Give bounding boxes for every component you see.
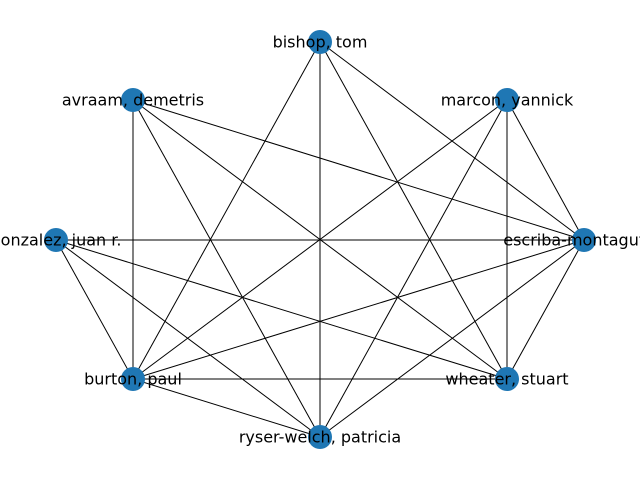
edge-escriba-wheater xyxy=(506,239,585,380)
edge-ryser-gonzalez xyxy=(55,239,321,438)
labels-layer: bishop, tom marcon, yannick escriba-montag… xyxy=(0,33,640,447)
node-burton xyxy=(121,367,145,391)
edge-burton-gonzalez xyxy=(55,239,134,380)
edge-wheater-gonzalez xyxy=(55,239,508,380)
node-bishop xyxy=(308,30,332,54)
edge-ryser-avraam xyxy=(132,99,321,438)
node-label-wheater: wheater, stuart xyxy=(445,370,568,389)
edge-bishop-wheater xyxy=(319,41,508,380)
edge-ryser-burton xyxy=(132,378,321,438)
nodes-layer xyxy=(44,30,596,449)
node-ryser xyxy=(308,425,332,449)
edge-marcon-escriba xyxy=(506,99,585,241)
node-escriba xyxy=(572,228,596,252)
node-gonzalez xyxy=(44,228,68,252)
node-label-avraam: avraam, demetris xyxy=(62,91,204,110)
node-wheater xyxy=(495,367,519,391)
edge-marcon-ryser xyxy=(319,99,508,438)
node-label-bishop: bishop, tom xyxy=(273,33,368,52)
node-label-escriba: escriba-montagut, x xyxy=(503,231,640,250)
node-label-ryser: ryser-welch, patricia xyxy=(239,428,401,447)
edge-bishop-burton xyxy=(132,41,321,380)
edge-escriba-burton xyxy=(132,239,585,380)
edge-escriba-avraam xyxy=(132,99,585,241)
node-label-burton: burton, paul xyxy=(84,370,182,389)
node-marcon xyxy=(495,88,519,112)
node-label-marcon: marcon, yannick xyxy=(441,91,574,110)
edge-wheater-avraam xyxy=(132,99,508,380)
edges-layer xyxy=(55,41,585,438)
node-label-gonzalez: gonzalez, juan r. xyxy=(0,231,121,250)
node-avraam xyxy=(121,88,145,112)
